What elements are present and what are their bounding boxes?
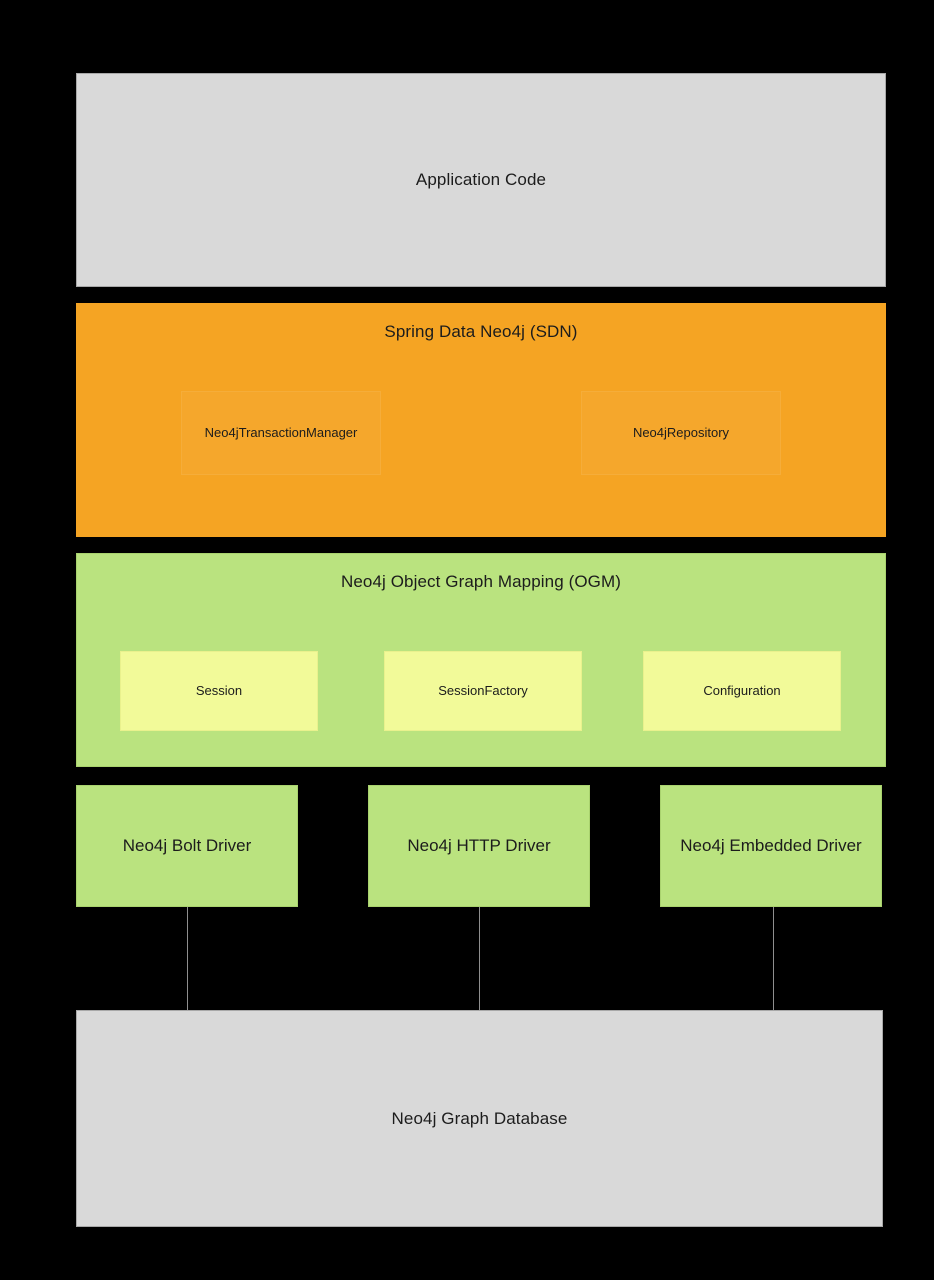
layer-spring-data-neo4j[interactable]: Spring Data Neo4j (SDN) Neo4jTransaction… (76, 303, 886, 537)
application-code-label: Application Code (415, 170, 547, 189)
layer-neo4j-ogm[interactable]: Neo4j Object Graph Mapping (OGM) Session… (76, 553, 886, 767)
ogm-component-configuration[interactable]: Configuration (643, 651, 841, 731)
driver-embedded[interactable]: Neo4j Embedded Driver (660, 785, 882, 907)
sdn-component-neo4jtransactionmanager[interactable]: Neo4jTransactionManager (181, 391, 381, 475)
ogm-component-label: Configuration (703, 683, 781, 698)
driver-label: Neo4j Bolt Driver (122, 836, 252, 855)
neo4j-graph-database-label: Neo4j Graph Database (391, 1108, 568, 1128)
connector-embedded-to-database (773, 907, 774, 1011)
sdn-component-label: Neo4jTransactionManager (204, 425, 358, 440)
neo4j-ogm-label: Neo4j Object Graph Mapping (OGM) (340, 572, 622, 591)
ogm-component-label: SessionFactory (438, 683, 528, 698)
layer-application-code[interactable]: Application Code (76, 73, 886, 287)
connector-http-to-database (479, 907, 480, 1011)
ogm-component-label: Session (195, 683, 243, 698)
driver-label: Neo4j HTTP Driver (407, 836, 551, 855)
driver-bolt[interactable]: Neo4j Bolt Driver (76, 785, 298, 907)
layer-neo4j-graph-database[interactable]: Neo4j Graph Database (76, 1010, 883, 1227)
driver-http[interactable]: Neo4j HTTP Driver (368, 785, 590, 907)
ogm-component-sessionfactory[interactable]: SessionFactory (384, 651, 582, 731)
sdn-component-neo4jrepository[interactable]: Neo4jRepository (581, 391, 781, 475)
spring-data-neo4j-label: Spring Data Neo4j (SDN) (384, 322, 578, 341)
connector-bolt-to-database (187, 907, 188, 1011)
sdn-component-label: Neo4jRepository (632, 425, 730, 440)
ogm-component-session[interactable]: Session (120, 651, 318, 731)
driver-label: Neo4j Embedded Driver (680, 836, 862, 855)
